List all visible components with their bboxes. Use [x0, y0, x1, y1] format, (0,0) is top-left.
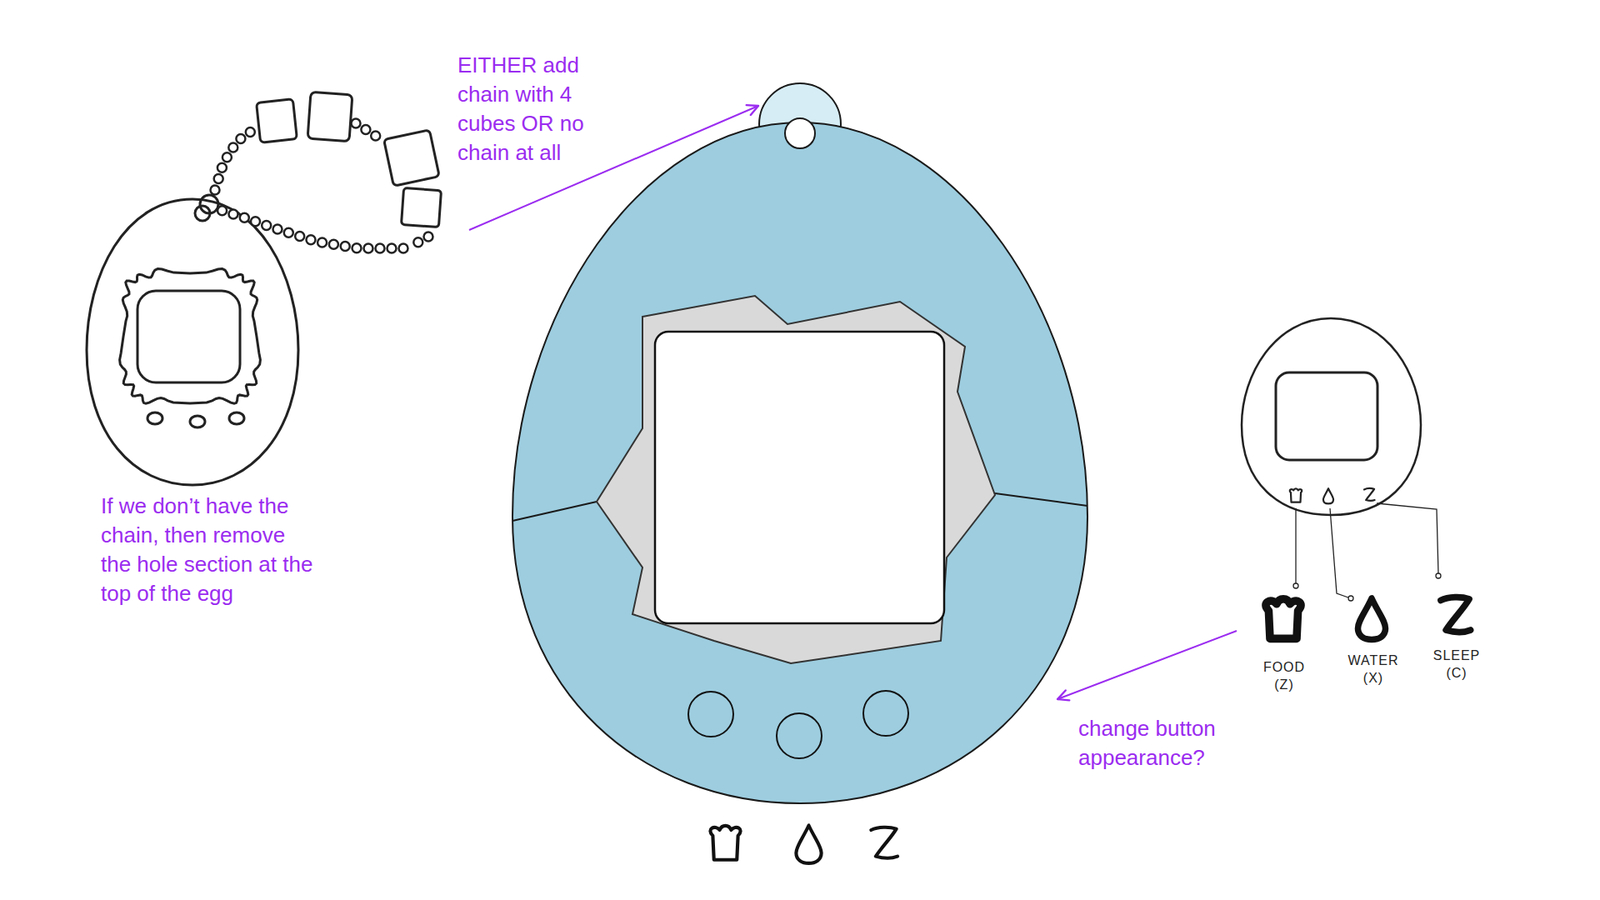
chain-bead — [214, 174, 224, 184]
food-icon — [710, 825, 740, 860]
seam-line — [995, 493, 1088, 506]
food-icon — [1290, 488, 1302, 502]
chain-ring — [195, 205, 210, 221]
chain-bead — [375, 244, 385, 254]
sketch-screen — [137, 290, 240, 383]
chain-bead — [273, 225, 283, 235]
sleep-icon — [870, 827, 898, 859]
chain-bead — [360, 125, 370, 135]
chain-bead — [387, 244, 397, 254]
chain-bead — [229, 209, 239, 219]
button-label: FOOD (Z) — [1254, 658, 1315, 694]
chain-cube — [384, 130, 440, 186]
sketch-frame — [120, 269, 261, 405]
chain-bead — [295, 231, 305, 241]
chain-bead — [284, 228, 294, 238]
button — [688, 691, 734, 737]
annotation-note: change button appearance? — [1078, 714, 1258, 773]
hang-hole — [785, 118, 815, 149]
sketch-egg — [86, 199, 299, 485]
chain-bead — [351, 119, 361, 129]
sleep-icon — [1364, 488, 1375, 501]
chain-bead — [306, 235, 316, 245]
button — [863, 690, 909, 736]
sketch-egg — [1241, 318, 1421, 515]
leader-dot — [1435, 573, 1441, 579]
chain-bead — [329, 240, 339, 250]
button — [776, 713, 822, 759]
annotation-note: If we don’t have the chain, then remove … — [100, 491, 314, 609]
screen — [655, 331, 945, 624]
leader-dot — [1293, 583, 1299, 589]
chain-sketch — [86, 91, 441, 485]
seam-line — [512, 501, 597, 521]
chain-bead — [399, 244, 409, 254]
chain-bead — [340, 241, 350, 251]
chain-bead — [364, 244, 374, 254]
button-label: WATER (X) — [1343, 651, 1404, 687]
chain-bead — [245, 127, 255, 137]
chain-bead — [217, 163, 227, 173]
leader-dot — [1348, 595, 1354, 601]
leader-line — [1376, 503, 1439, 574]
screen-frame — [596, 295, 995, 664]
chain-bead — [228, 142, 238, 152]
chain-bead — [217, 205, 227, 215]
chain-cube — [256, 99, 298, 143]
sleep-icon — [1440, 597, 1471, 633]
egg-body — [512, 122, 1088, 804]
chain-bead — [352, 243, 362, 253]
sketch-button — [147, 412, 163, 425]
leader-line — [1330, 508, 1349, 598]
sketch-screen — [1275, 372, 1378, 460]
water-icon — [795, 825, 821, 864]
annotation-arrow — [1057, 630, 1237, 700]
water-icon — [1358, 598, 1386, 640]
chain-cube — [307, 91, 353, 141]
chain-bead — [235, 134, 245, 144]
chain-bead — [210, 185, 220, 195]
button-label: SLEEP (C) — [1426, 646, 1487, 682]
sketch-button — [190, 415, 205, 428]
chain-bead — [250, 216, 260, 226]
chain-bead — [317, 238, 327, 248]
button-sketch — [1241, 318, 1471, 640]
chain-bead — [261, 220, 271, 230]
annotation-note: EITHER add chain with 4 cubes OR no chai… — [457, 50, 612, 168]
chain-bead — [424, 232, 434, 242]
egg-device — [512, 83, 1088, 864]
chain-bead — [370, 130, 380, 140]
chain-cube — [401, 188, 442, 228]
chain-bead — [240, 213, 250, 223]
food-icon — [1265, 599, 1301, 640]
chain-bead — [222, 152, 232, 162]
chain-bead — [413, 237, 423, 247]
water-icon — [1323, 488, 1334, 504]
sketch-button — [229, 412, 245, 425]
leader-line — [1295, 508, 1296, 584]
